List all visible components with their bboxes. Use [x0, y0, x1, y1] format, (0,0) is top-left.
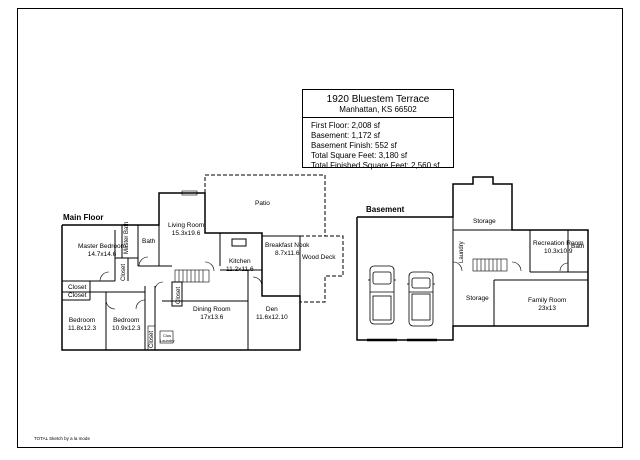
footer-credit: TOTAL Sketch by a la mode [34, 436, 90, 441]
info-line-first-floor: First Floor: 2,008 sf [311, 121, 380, 130]
property-info-box: 1920 Bluestem Terrace Manhattan, KS 6650… [302, 89, 454, 170]
label-wood-deck: Wood Deck [302, 254, 336, 261]
info-line-basement-finish: Basement Finish: 552 sf [311, 141, 397, 150]
label-closet-master: Closet [121, 263, 127, 281]
basement-heading: Basement [366, 205, 405, 214]
label-bath: Bath [142, 238, 156, 245]
basement-stairs [472, 258, 508, 272]
main-floor-heading: Main Floor [63, 213, 104, 222]
patio-outline [204, 174, 326, 236]
basement-outer-wall [356, 176, 589, 341]
label-closet-lower: Closet [149, 330, 155, 348]
label-closet-hall: Closet [176, 286, 182, 304]
label-storage-top: Storage [473, 218, 496, 225]
property-city: Manhattan, KS 66502 [339, 105, 417, 114]
kitchen-island [231, 238, 247, 247]
property-address: 1920 Bluestem Terrace [326, 94, 430, 105]
wood-deck-outline [300, 235, 344, 303]
label-storage-bottom: Storage [466, 295, 489, 302]
info-line-basement: Basement: 1,172 sf [311, 131, 380, 140]
info-divider [303, 117, 453, 118]
info-line-total-finished: Total Finished Square Feet: 2,560 sf [311, 161, 440, 170]
info-line-total: Total Square Feet: 3,180 sf [311, 151, 408, 160]
page-frame [17, 8, 623, 448]
label-laundry-chute: Clos Laundry [160, 333, 175, 343]
main-floor-stairs [174, 269, 210, 283]
vehicle-suv-icon [407, 271, 435, 327]
label-basement-bath: Bath [571, 243, 585, 250]
label-patio: Patio [255, 200, 270, 207]
label-closet-a: Closet [68, 284, 87, 291]
door-swings [99, 256, 263, 310]
breakfast-nook-walls [261, 235, 301, 297]
label-closet-b: Closet [68, 292, 87, 299]
label-laundry: Laundry [459, 241, 465, 263]
vehicle-truck-icon [368, 265, 396, 325]
